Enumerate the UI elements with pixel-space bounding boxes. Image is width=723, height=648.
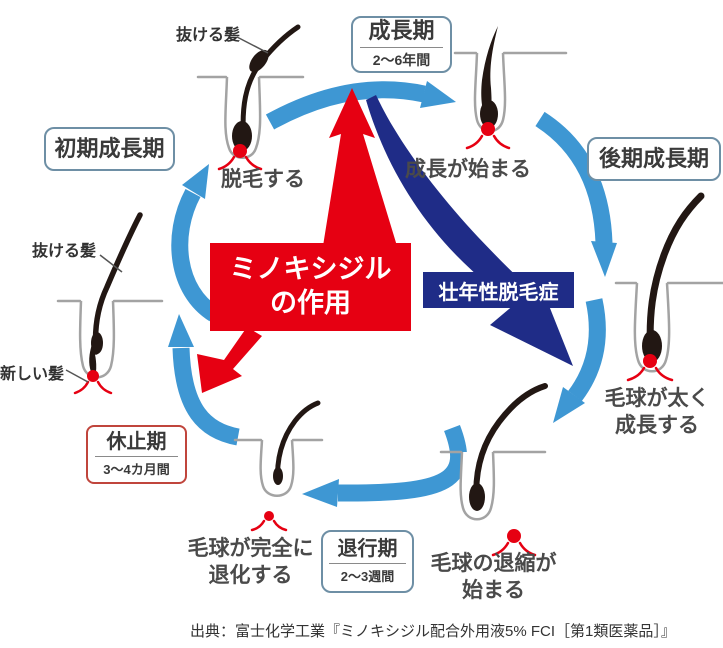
minoxidil-action-line2: の作用: [270, 288, 351, 318]
cycle-arrow-lower-left: [168, 314, 240, 446]
dermal-papilla: [643, 354, 657, 368]
falling-hair-label-top: 抜ける髪: [176, 27, 241, 44]
cycle-arrow-upper-right: [535, 111, 617, 277]
pointer-falling-hair-left: [99, 254, 123, 273]
dermal-papilla: [87, 370, 99, 382]
dermal-papilla: [507, 529, 521, 543]
late-growth-phase-label: 後期成長期: [598, 145, 709, 171]
rest-phase-duration: 3〜4カ月間: [103, 462, 170, 477]
regression-phase-label: 退行期: [337, 538, 398, 560]
alopecia-label: 壮年性脱毛症: [438, 281, 559, 304]
bulb-regression-label: 毛球の退縮が 始まる: [430, 552, 557, 602]
falling-hair-label-left: 抜ける髪: [32, 243, 97, 260]
falling-hair-club: [91, 332, 103, 354]
dermal-papilla: [264, 511, 274, 521]
rest-phase-box: 休止期 3〜4カ月間: [86, 425, 187, 484]
shedding-label: 脱毛する: [221, 168, 305, 191]
cycle-arrow-bottom: [302, 424, 468, 507]
cycle-arrow-top: [265, 81, 456, 130]
new-hair-bud: [89, 344, 97, 372]
early-growth-phase-box: 初期成長期: [44, 127, 175, 171]
hair-bulb: [480, 100, 498, 128]
follicle-regression-start: [439, 383, 548, 557]
hair-club: [469, 483, 485, 511]
hair-club: [273, 467, 283, 485]
minoxidil-action-box: ミノキシジル の作用: [210, 243, 411, 331]
bulb-degenerates-label: 毛球が完全に 退化する: [187, 537, 314, 587]
regression-phase-duration: 2〜3週間: [340, 569, 395, 584]
follicle-new-hair: [56, 212, 164, 395]
hair-bulb: [642, 330, 662, 362]
hair-shaft: [646, 192, 705, 362]
divider: [329, 563, 406, 564]
bulb-thickens-label: 毛球が太く 成長する: [604, 387, 710, 437]
cycle-arrow-lower-right: [553, 298, 606, 423]
divider: [359, 46, 444, 48]
dermal-papilla: [481, 122, 495, 136]
hair-shaft: [275, 400, 321, 485]
growth-phase-box: 成長期 2〜6年間: [351, 16, 452, 73]
hair-club: [249, 49, 269, 73]
dermal-papilla: [233, 144, 247, 158]
growth-phase-label: 成長期: [368, 18, 435, 44]
source-caption: 出典：富士化学工業『ミノキシジル配合外用液5% FCI［第1類医薬品］』: [190, 623, 676, 640]
cycle-arrow-upper-left: [171, 164, 219, 322]
alopecia-box: 壮年性脱毛症: [423, 272, 574, 308]
hair-bulb: [232, 121, 252, 151]
follicle-degenerated: [233, 400, 324, 532]
late-growth-phase-box: 後期成長期: [587, 137, 721, 181]
falling-hair-shaft: [92, 212, 143, 355]
minoxidil-arrow-up: [323, 88, 397, 246]
new-hair-label: 新しい髪: [0, 366, 65, 383]
early-growth-phase-label: 初期成長期: [54, 135, 165, 161]
alopecia-arrow: [366, 95, 573, 366]
divider: [94, 456, 179, 457]
minoxidil-action-line1: ミノキシジル: [229, 254, 392, 285]
regression-phase-box: 退行期 2〜3週間: [321, 530, 414, 593]
rest-phase-label: 休止期: [106, 431, 167, 453]
follicle-growth-start: [453, 26, 568, 150]
minoxidil-arrow-down-left: [197, 327, 262, 393]
growth-phase-duration: 2〜6年間: [372, 51, 431, 68]
pointer-falling-hair-top: [236, 36, 269, 54]
pointer-new-hair: [65, 369, 89, 383]
growth-starts-label: 成長が始まる: [405, 158, 531, 181]
follicle-thick-growth: [614, 192, 723, 382]
hair-bud: [481, 26, 498, 124]
follicle-shedding: [196, 24, 305, 171]
hair-shaft: [473, 383, 548, 508]
